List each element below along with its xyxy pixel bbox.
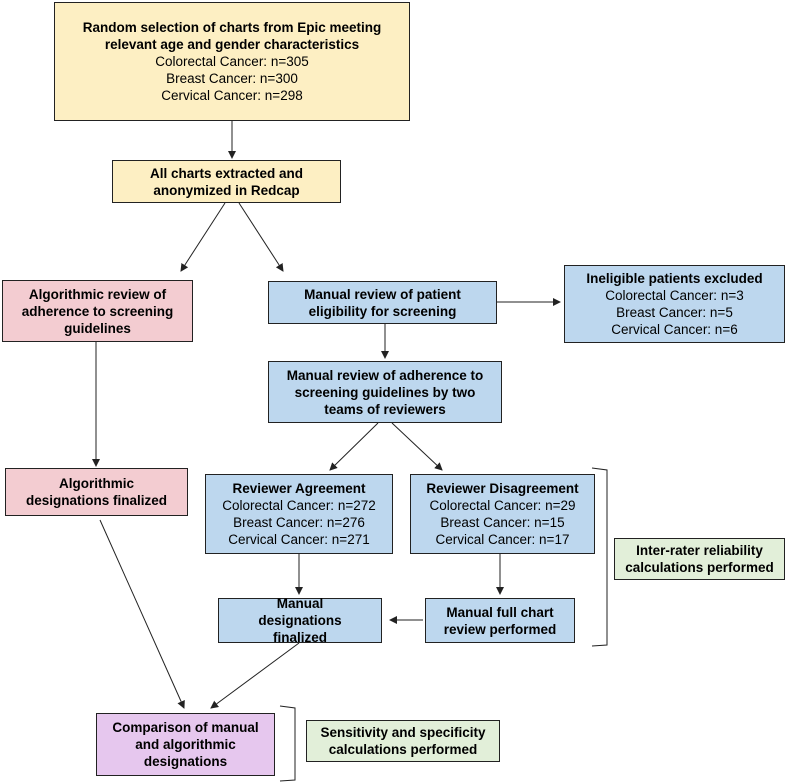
ineligible-colorectal-count: Colorectal Cancer: n=3 bbox=[605, 288, 744, 303]
agreement-cervical-count: Cervical Cancer: n=271 bbox=[228, 532, 370, 547]
full-review-box: Manual full chart review performed bbox=[425, 598, 575, 643]
arrow-adherence-to-disagreement bbox=[391, 422, 443, 471]
full-review-title: Manual full chart review performed bbox=[443, 604, 557, 637]
disagreement-breast-count: Breast Cancer: n=15 bbox=[440, 515, 565, 530]
algorithmic-review-box: Algorithmic review of adherence to scree… bbox=[2, 280, 193, 342]
disagreement-box: Reviewer Disagreement Colorectal Cancer:… bbox=[410, 474, 595, 554]
random-cervical-count: Cervical Cancer: n=298 bbox=[161, 88, 303, 103]
manual-adherence-title: Manual review of adherence to screening … bbox=[286, 367, 484, 417]
extracted-title: All charts extracted and anonymized in R… bbox=[149, 165, 304, 198]
manual-final-title: Manual designations finalized bbox=[258, 596, 342, 645]
arrow-manualfinal-to-comparison bbox=[210, 642, 300, 709]
ineligible-breast-count: Breast Cancer: n=5 bbox=[616, 305, 733, 320]
agreement-breast-count: Breast Cancer: n=276 bbox=[233, 515, 365, 530]
manual-adherence-box: Manual review of adherence to screening … bbox=[268, 361, 502, 423]
arrow-adherence-to-agreement bbox=[329, 422, 379, 471]
disagreement-cervical-count: Cervical Cancer: n=17 bbox=[435, 532, 570, 547]
comparison-title: Comparison of manual and algorithmic des… bbox=[112, 720, 259, 769]
arrow-extracted-to-algorithmic bbox=[180, 202, 226, 272]
eligibility-box: Manual review of patient eligibility for… bbox=[268, 281, 497, 324]
algorithmic-review-title: Algorithmic review of adherence to scree… bbox=[21, 286, 174, 336]
sensitivity-title: Sensitivity and specificity calculations… bbox=[320, 725, 486, 757]
comparison-box: Comparison of manual and algorithmic des… bbox=[96, 713, 275, 776]
bracket-inter-rater bbox=[591, 467, 608, 647]
random-breast-count: Breast Cancer: n=300 bbox=[166, 71, 298, 86]
arrow-algfinal-to-comparison bbox=[99, 519, 185, 709]
random-colorectal-count: Colorectal Cancer: n=305 bbox=[155, 54, 309, 69]
agreement-box: Reviewer Agreement Colorectal Cancer: n=… bbox=[205, 474, 393, 554]
random-selection-box: Random selection of charts from Epic mee… bbox=[54, 2, 410, 121]
manual-final-box: Manual designations finalized bbox=[218, 596, 382, 645]
inter-rater-box: Inter-rater reliability calculations per… bbox=[614, 538, 785, 580]
disagreement-colorectal-count: Colorectal Cancer: n=29 bbox=[429, 498, 576, 513]
inter-rater-title: Inter-rater reliability calculations per… bbox=[625, 543, 774, 575]
agreement-title: Reviewer Agreement bbox=[232, 481, 366, 496]
extracted-box: All charts extracted and anonymized in R… bbox=[112, 160, 341, 203]
bracket-sensitivity bbox=[279, 705, 296, 782]
disagreement-title: Reviewer Disagreement bbox=[426, 481, 579, 496]
eligibility-title: Manual review of patient eligibility for… bbox=[304, 286, 461, 319]
ineligible-title: Ineligible patients excluded bbox=[586, 271, 763, 286]
algorithmic-final-title: Algorithmic designations finalized bbox=[25, 476, 168, 508]
algorithmic-final-box: Algorithmic designations finalized bbox=[5, 468, 188, 516]
random-selection-title: Random selection of charts from Epic mee… bbox=[82, 20, 382, 52]
arrow-extracted-to-eligibility bbox=[238, 202, 284, 272]
agreement-colorectal-count: Colorectal Cancer: n=272 bbox=[222, 498, 376, 513]
ineligible-cervical-count: Cervical Cancer: n=6 bbox=[611, 322, 738, 337]
ineligible-box: Ineligible patients excluded Colorectal … bbox=[564, 265, 785, 343]
sensitivity-box: Sensitivity and specificity calculations… bbox=[306, 720, 500, 762]
